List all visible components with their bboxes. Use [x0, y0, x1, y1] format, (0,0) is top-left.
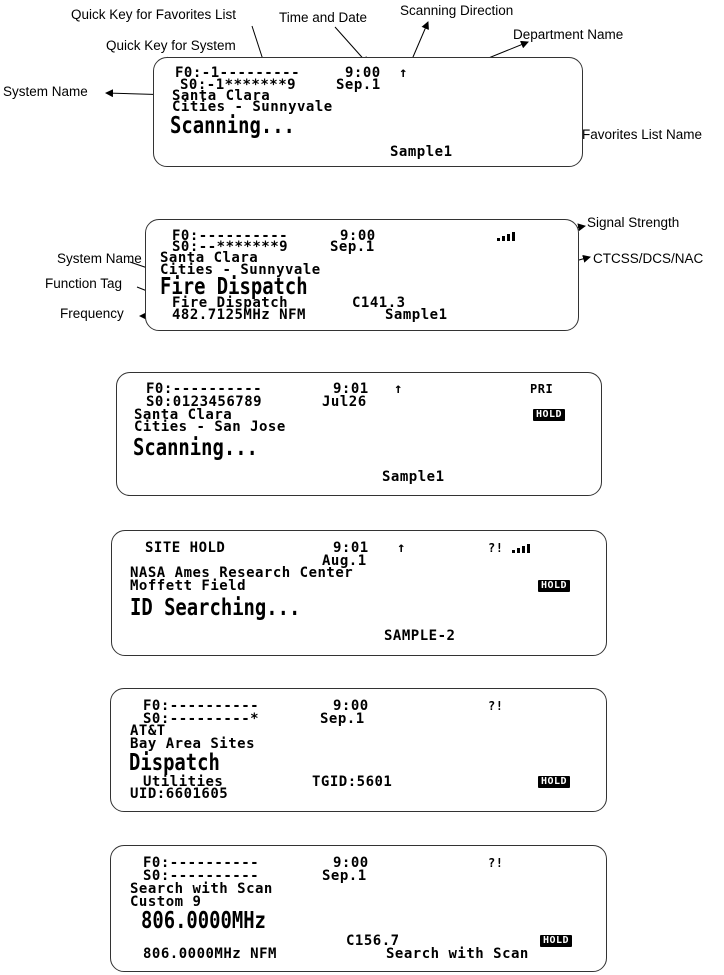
s2-system-name: Santa Clara: [160, 250, 259, 266]
s4-time: 9:01: [333, 540, 369, 556]
s1-date: Sep.1: [336, 77, 381, 93]
s3-f0: F0:----------: [146, 381, 263, 397]
s6-frequency: 806.0000MHz NFM: [143, 946, 277, 962]
s6-frequency-large: 806.0000MHz: [141, 908, 266, 934]
s2-frequency: 482.7125MHz NFM: [172, 307, 306, 323]
s4-status-icons: ?!: [488, 541, 504, 555]
s6-custom: Custom 9: [130, 894, 202, 910]
s1-time: 9:00: [345, 65, 381, 81]
s6-hold-badge: HOLD: [540, 935, 573, 947]
s5-function-tag: Utilities: [143, 774, 224, 790]
s4-signal-strength-icon: [512, 544, 530, 553]
s1-status: Scanning...: [170, 113, 295, 139]
label-signal-strength: Signal Strength: [587, 215, 680, 230]
label-system-name-2: System Name: [57, 251, 142, 266]
s5-tgid: TGID:5601: [312, 774, 393, 790]
s6-status-icons: ?!: [488, 856, 504, 870]
s4-date: Aug.1: [322, 553, 367, 569]
s2-time: 9:00: [340, 228, 376, 244]
label-ctcss: CTCSS/DCS/NAC: [593, 251, 704, 266]
s1-favorites-list: Sample1: [390, 144, 453, 160]
label-function-tag: Function Tag: [45, 276, 123, 291]
s6-tone: C156.7: [346, 933, 400, 949]
s4-site-name: Moffett Field: [130, 578, 247, 594]
label-time-and-date: Time and Date: [279, 10, 368, 25]
s6-f0: F0:----------: [143, 855, 260, 871]
s5-status-icons: ?!: [488, 699, 504, 713]
s5-date: Sep.1: [320, 711, 365, 727]
s4-status: ID Searching...: [130, 595, 301, 621]
s5-hold-badge: HOLD: [538, 776, 571, 788]
s3-favorites-list: Sample1: [382, 469, 445, 485]
s4-site-hold: SITE HOLD: [145, 540, 226, 556]
s2-s0: S0:--*******9: [172, 239, 289, 255]
s1-system-name: Santa Clara: [172, 88, 271, 104]
s2-channel-name: Fire Dispatch: [160, 274, 308, 300]
label-favorites-list-name: Favorites List Name: [582, 127, 703, 142]
s2-f0: F0:----------: [172, 228, 289, 244]
s3-system-name: Santa Clara: [134, 407, 233, 423]
s5-system-name: AT&T: [130, 723, 166, 739]
s2-department: Cities - Sunnyvale: [160, 262, 321, 278]
s4-hold-badge: HOLD: [538, 580, 571, 592]
s2-function-tag: Fire Dispatch: [172, 295, 289, 311]
s4-favorites-list: SAMPLE-2: [384, 628, 456, 644]
s3-time: 9:01: [333, 381, 369, 397]
s6-search-name: Search with Scan: [130, 881, 273, 897]
lcd-screen-5: [110, 688, 607, 812]
s3-department: Cities - San Jose: [134, 419, 286, 435]
s5-s0: S0:---------*: [143, 711, 260, 727]
s1-department: Cities - Sunnyvale: [172, 99, 333, 115]
s2-favorites-list: Sample1: [385, 307, 448, 323]
label-system-name: System Name: [3, 84, 88, 99]
s6-s0: S0:----------: [143, 868, 260, 884]
signal-strength-icon: [497, 232, 515, 241]
label-department-name: Department Name: [513, 27, 624, 42]
s5-site-name: Bay Area Sites: [130, 736, 256, 752]
s4-system-name: NASA Ames Research Center: [130, 565, 354, 581]
s5-time: 9:00: [333, 698, 369, 714]
label-quick-key-favorites: Quick Key for Favorites List: [71, 7, 237, 22]
lcd-screen-6: [110, 845, 607, 972]
s1-f0: F0:-1---------: [175, 65, 301, 81]
s6-time: 9:00: [333, 855, 369, 871]
label-frequency: Frequency: [60, 306, 124, 321]
s3-status: Scanning...: [133, 435, 258, 461]
s2-date: Sep.1: [330, 239, 375, 255]
s6-date: Sep.1: [322, 868, 367, 884]
s3-hold-badge: HOLD: [533, 409, 566, 421]
s3-s0: S0:0123456789: [146, 394, 263, 410]
s5-uid: UID:6601605: [130, 786, 229, 802]
label-scanning-direction: Scanning Direction: [400, 3, 514, 18]
label-quick-key-system: Quick Key for System: [106, 38, 236, 53]
s4-scan-direction-icon: ↑: [397, 540, 406, 556]
lcd-screen-1: [153, 57, 583, 167]
s3-date: Jul26: [322, 394, 367, 410]
s1-s0: S0:-1*******9: [180, 77, 297, 93]
s5-f0: F0:----------: [143, 698, 260, 714]
s6-mode: Search with Scan: [386, 946, 529, 962]
s2-tone: C141.3: [352, 295, 406, 311]
lcd-screen-3: [116, 372, 602, 496]
s1-scan-direction-icon: ↑: [399, 65, 408, 81]
s5-channel-name: Dispatch: [129, 750, 220, 776]
lcd-screen-2: [145, 219, 579, 331]
s3-priority: PRI: [530, 382, 554, 396]
s3-scan-direction-icon: ↑: [394, 381, 403, 397]
